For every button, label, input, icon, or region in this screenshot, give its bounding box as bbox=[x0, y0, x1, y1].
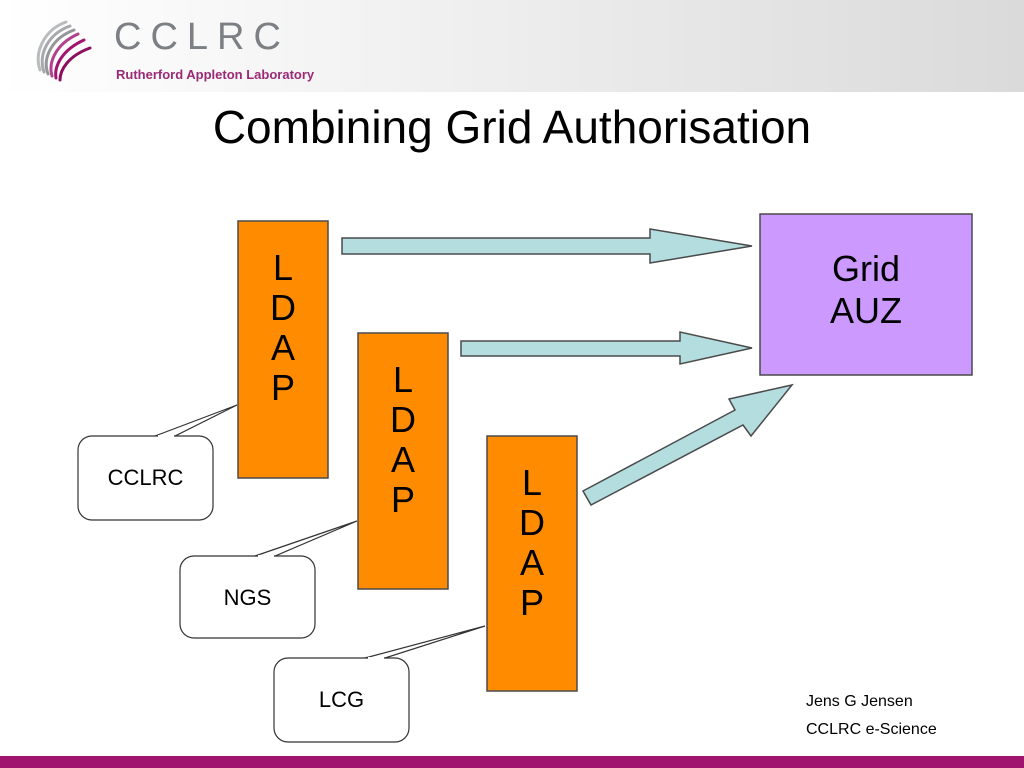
ldap-label-1: L D A P bbox=[245, 248, 321, 408]
ldap-box-2 bbox=[357, 332, 449, 590]
ldap-letter: L bbox=[392, 359, 414, 400]
callout-label-ngs: NGS bbox=[223, 585, 272, 610]
callout-cclrc bbox=[77, 435, 214, 521]
bottom-accent-bar bbox=[0, 756, 1024, 768]
grid-auz-box bbox=[759, 213, 973, 376]
callout-lcg bbox=[273, 657, 410, 743]
ldap-letter: A bbox=[270, 327, 295, 368]
callout-label-lcg: LCG bbox=[318, 687, 365, 712]
callout-pointer-lcg bbox=[364, 625, 486, 659]
ldap-letter: P bbox=[519, 582, 544, 623]
arrow-ldap2-to-auz bbox=[460, 331, 753, 365]
grid-auz-line: AUZ bbox=[830, 290, 902, 331]
logo-swirl-icon bbox=[36, 20, 92, 82]
callout-pointer-cclrc bbox=[154, 404, 238, 437]
ldap-letter: D bbox=[270, 287, 296, 328]
logo-subtitle: Rutherford Appleton Laboratory bbox=[116, 67, 315, 82]
logo-wordmark: CCLRC bbox=[114, 16, 290, 58]
ldap-letter: L bbox=[521, 462, 543, 503]
slide-title: Combining Grid Authorisation bbox=[212, 101, 812, 153]
footer-author: Jens G Jensen bbox=[806, 693, 913, 710]
ldap-letter: A bbox=[519, 542, 544, 583]
footer-organisation: CCLRC e-Science bbox=[806, 721, 937, 738]
ldap-letter: P bbox=[390, 479, 415, 520]
ldap-letter: A bbox=[390, 439, 415, 480]
ldap-label-2: L D A P bbox=[365, 360, 441, 520]
callout-pointer-ngs bbox=[254, 520, 358, 557]
ldap-box-1 bbox=[237, 220, 329, 479]
callout-ngs bbox=[179, 555, 316, 639]
grid-auz-label: Grid AUZ bbox=[760, 248, 972, 332]
arrow-ldap1-to-auz bbox=[341, 228, 753, 264]
ldap-letter: D bbox=[519, 502, 545, 543]
grid-auz-line: Grid bbox=[831, 248, 900, 289]
arrow-ldap3-to-auz bbox=[581, 383, 794, 507]
footer-credits: Jens G Jensen CCLRC e-Science bbox=[806, 688, 937, 744]
ldap-box-3 bbox=[486, 435, 578, 692]
header-band bbox=[0, 0, 1024, 92]
ldap-letter: D bbox=[390, 399, 416, 440]
ldap-letter: L bbox=[272, 247, 294, 288]
callout-label-cclrc: CCLRC bbox=[107, 465, 184, 490]
ldap-letter: P bbox=[270, 367, 295, 408]
ldap-label-3: L D A P bbox=[494, 463, 570, 623]
cclrc-logo: CCLRC Rutherford Appleton Laboratory bbox=[30, 12, 314, 92]
